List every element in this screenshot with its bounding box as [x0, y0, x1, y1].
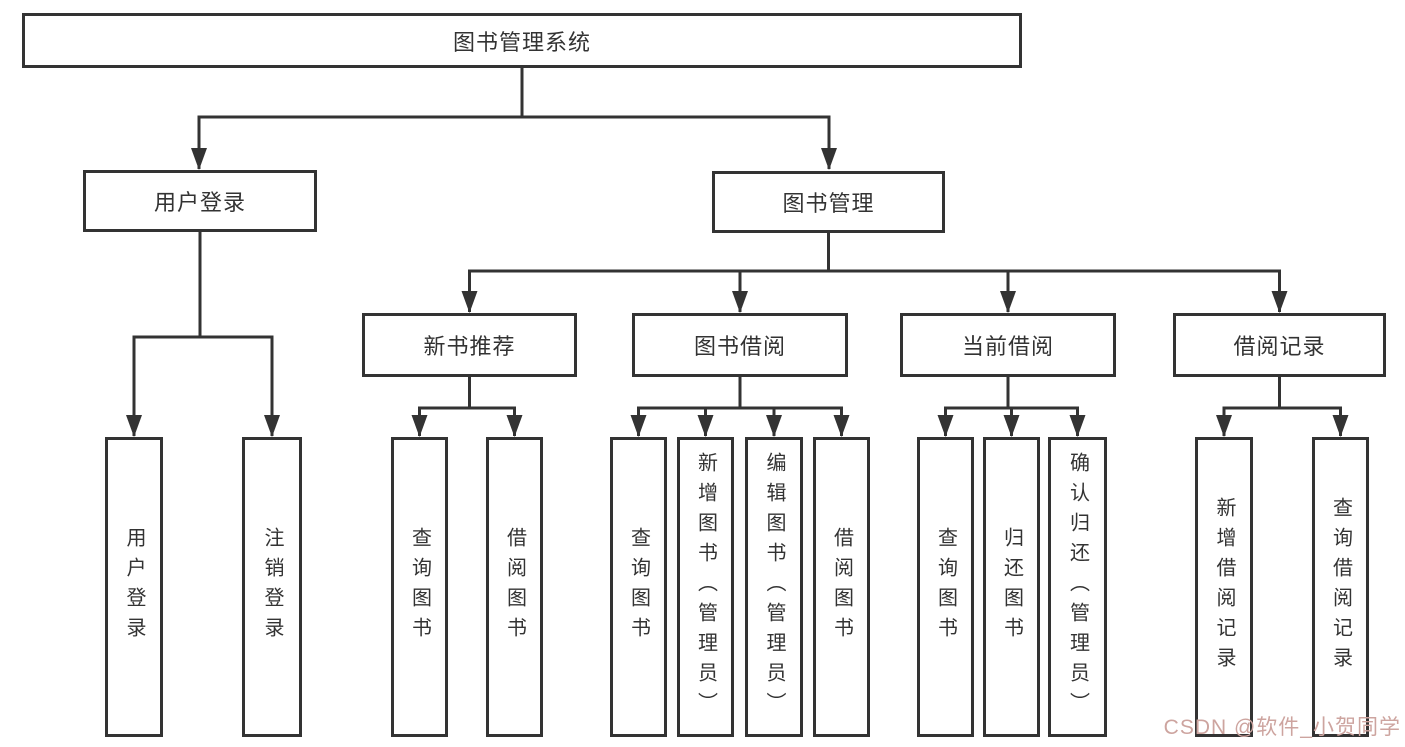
leaf-add-book-admin-label: 新增图书（管理员）: [694, 452, 717, 722]
leaf-edit-book-admin-label: 编辑图书（管理员）: [763, 452, 785, 722]
node-root-label: 图书管理系统: [452, 29, 591, 55]
leaf-query-books-3: 查询图书: [917, 437, 974, 737]
node-book-borrow-label: 图书借阅: [693, 334, 786, 359]
leaf-logout: 注销登录: [242, 437, 302, 737]
node-new-book-recommend-label: 新书推荐: [423, 334, 516, 359]
node-root: 图书管理系统: [22, 13, 1022, 68]
leaf-borrow-books-1-label: 借阅图书: [503, 527, 526, 647]
watermark: CSDN @软件_小贺同学: [1163, 716, 1401, 739]
leaf-query-borrow-record: 查询借阅记录: [1312, 437, 1369, 737]
node-borrow-records: 借阅记录: [1173, 313, 1386, 377]
leaf-query-borrow-record-label: 查询借阅记录: [1329, 497, 1352, 677]
leaf-confirm-return-admin: 确认归还（管理员）: [1048, 437, 1107, 737]
node-current-borrow-label: 当前借阅: [961, 334, 1054, 359]
leaf-return-book: 归还图书: [983, 437, 1040, 737]
node-book-management-label: 图书管理: [782, 191, 875, 216]
node-user-login: 用户登录: [83, 170, 317, 232]
leaf-user-login-label: 用户登录: [123, 527, 145, 647]
leaf-query-books-1-label: 查询图书: [408, 527, 431, 647]
node-book-management: 图书管理: [712, 171, 945, 233]
node-user-login-label: 用户登录: [153, 190, 246, 215]
leaf-add-borrow-record-label: 新增借阅记录: [1213, 497, 1235, 677]
leaf-edit-book-admin: 编辑图书（管理员）: [745, 437, 803, 737]
leaf-add-borrow-record: 新增借阅记录: [1195, 437, 1253, 737]
node-borrow-records-label: 借阅记录: [1233, 334, 1326, 359]
leaf-query-books-1: 查询图书: [391, 437, 448, 737]
leaf-query-books-2-label: 查询图书: [627, 527, 650, 647]
leaf-borrow-books-1: 借阅图书: [486, 437, 543, 737]
node-current-borrow: 当前借阅: [900, 313, 1116, 377]
node-new-book-recommend: 新书推荐: [362, 313, 577, 377]
leaf-query-books-2: 查询图书: [610, 437, 667, 737]
leaf-add-book-admin: 新增图书（管理员）: [677, 437, 734, 737]
leaf-user-login: 用户登录: [105, 437, 163, 737]
leaf-confirm-return-admin-label: 确认归还（管理员）: [1066, 452, 1089, 722]
leaf-query-books-3-label: 查询图书: [934, 527, 957, 647]
leaf-return-book-label: 归还图书: [1000, 527, 1023, 647]
leaf-borrow-books-2-label: 借阅图书: [830, 527, 853, 647]
leaf-borrow-books-2: 借阅图书: [813, 437, 870, 737]
node-book-borrow: 图书借阅: [632, 313, 848, 377]
leaf-logout-label: 注销登录: [261, 527, 283, 647]
